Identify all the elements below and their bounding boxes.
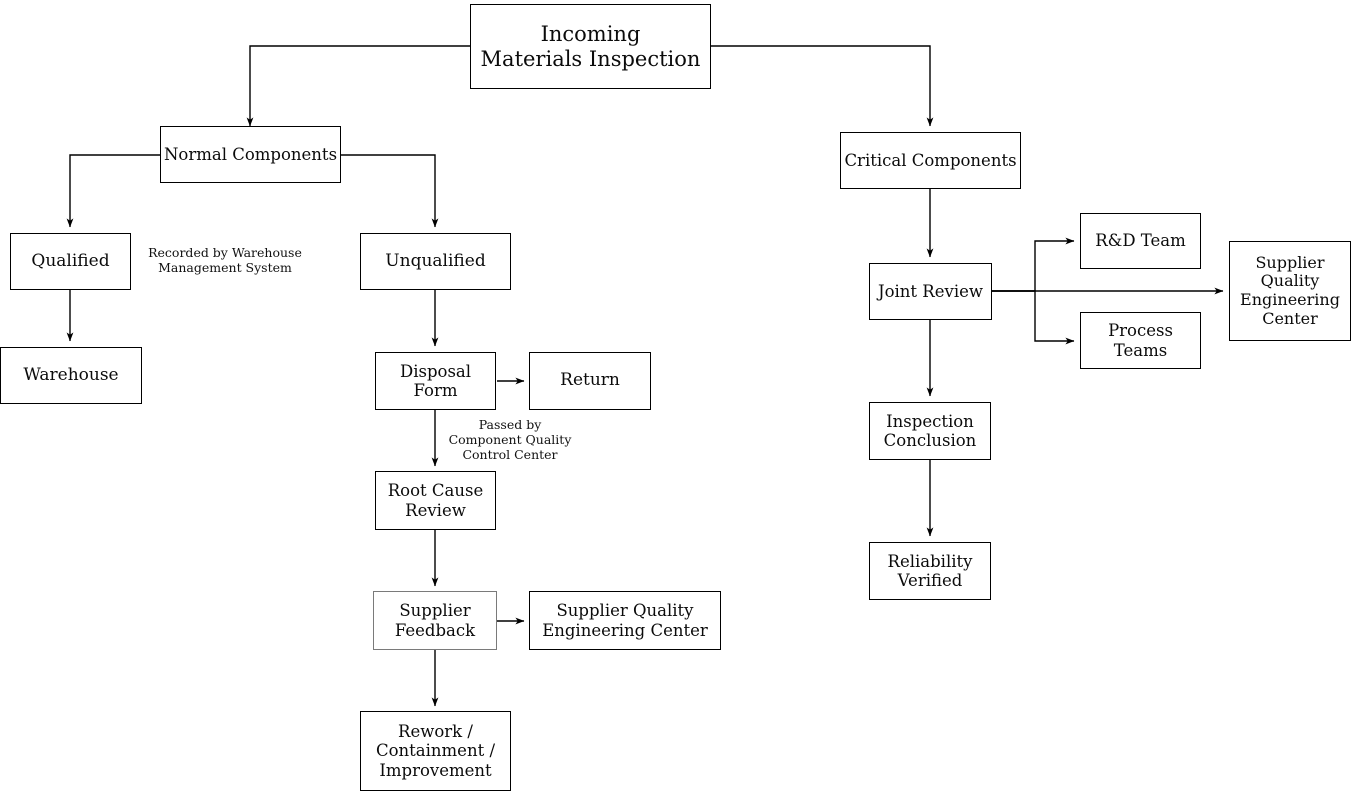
node-process-teams[interactable]: Process Teams	[1080, 312, 1201, 369]
edge-joint-to-rd	[992, 237, 1075, 292]
edge-normal-to-qualified	[66, 154, 160, 228]
node-supplier-feedback[interactable]: Supplier Feedback	[373, 591, 497, 650]
node-root-cause-review[interactable]: Root Cause Review	[375, 471, 496, 530]
node-inspection-conclusion[interactable]: Inspection Conclusion	[869, 402, 991, 460]
edge-incoming-to-normal	[246, 45, 470, 127]
node-normal-components[interactable]: Normal Components	[160, 126, 341, 183]
node-reliability-verified[interactable]: Reliability Verified	[869, 542, 991, 600]
node-qualified[interactable]: Qualified	[10, 233, 131, 290]
node-incoming-materials-inspection[interactable]: Incoming Materials Inspection	[470, 4, 711, 89]
node-rework-containment-improvement[interactable]: Rework / Containment / Improvement	[360, 711, 511, 791]
edge-label-component-quality-control-center: Passed by Component Quality Control Cent…	[448, 417, 572, 462]
node-supplier-quality-engineering-center[interactable]: Supplier Quality Engineering Center	[529, 591, 721, 650]
node-rd-team[interactable]: R&D Team	[1080, 213, 1201, 269]
edge-incoming-to-critical	[711, 45, 934, 127]
edge-normal-to-unqualified	[341, 154, 439, 228]
node-warehouse[interactable]: Warehouse	[0, 347, 142, 404]
node-critical-components[interactable]: Critical Components	[840, 132, 1021, 189]
node-unqualified[interactable]: Unqualified	[360, 233, 511, 290]
node-disposal-form[interactable]: Disposal Form	[375, 352, 496, 410]
node-return[interactable]: Return	[529, 352, 651, 410]
node-supplier-quality-engineering-center-right[interactable]: Supplier Quality Engineering Center	[1229, 241, 1351, 341]
node-joint-review[interactable]: Joint Review	[869, 263, 992, 320]
edge-joint-to-process	[992, 290, 1075, 345]
edge-label-warehouse-management-system: Recorded by Warehouse Management System	[148, 245, 302, 275]
